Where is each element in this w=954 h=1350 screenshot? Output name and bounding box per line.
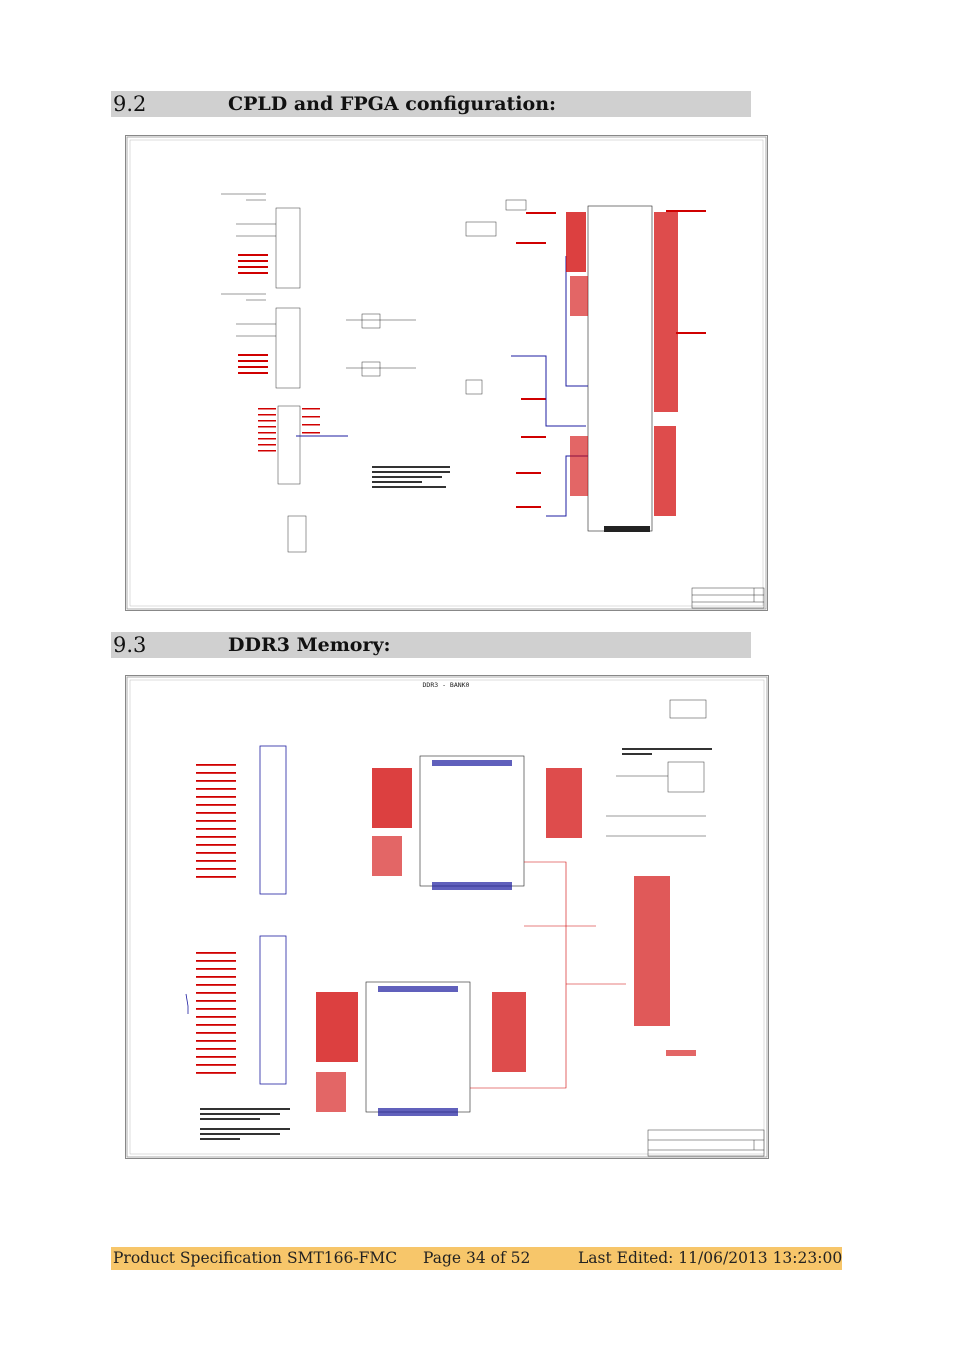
section-header-9-3: 9.3 DDR3 Memory: (111, 632, 751, 658)
ddr3-memory-schematic: DDR3 - BANK0 (125, 675, 769, 1159)
section-number: 9.3 (113, 633, 147, 657)
footer-last-edited: Last Edited: 11/06/2013 13:23:00 (578, 1249, 843, 1267)
section-number: 9.2 (113, 92, 147, 116)
section-title: CPLD and FPGA configuration: (228, 93, 557, 115)
footer-product: Product Specification SMT166-FMC (113, 1249, 398, 1267)
page-footer: Product Specification SMT166-FMC Page 34… (111, 1247, 842, 1270)
section-title: DDR3 Memory: (228, 634, 391, 656)
section-header-9-2: 9.2 CPLD and FPGA configuration: (111, 91, 751, 117)
schematic-sheet-title: DDR3 - BANK0 (423, 681, 470, 689)
schematic-drawing: DDR3 - BANK0 (126, 676, 768, 1158)
footer-page-number: Page 34 of 52 (423, 1249, 531, 1267)
schematic-drawing (126, 136, 767, 610)
cpld-fpga-schematic (125, 135, 768, 611)
